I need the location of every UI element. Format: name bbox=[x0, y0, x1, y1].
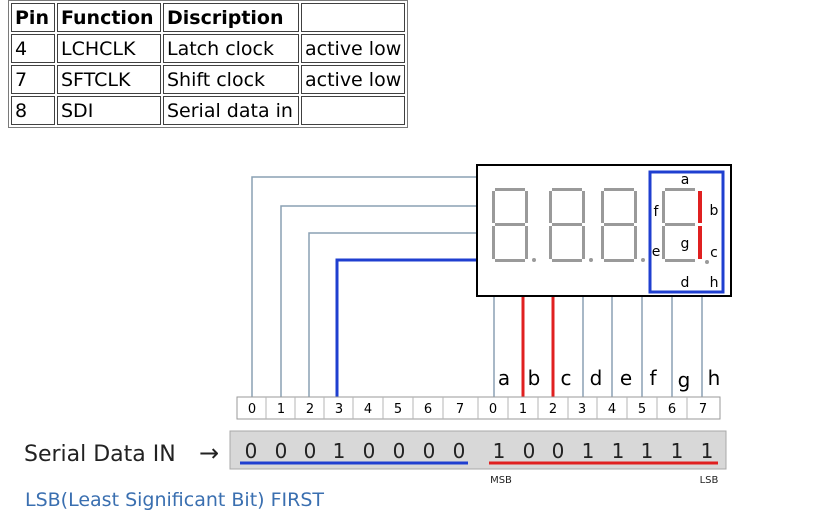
header-function: Function bbox=[57, 3, 161, 32]
cell-pin: 4 bbox=[11, 34, 55, 63]
register-index-left: 7 bbox=[456, 402, 464, 417]
register-index-right: 2 bbox=[549, 402, 557, 417]
table-row: 8 SDI Serial data in bbox=[11, 96, 406, 125]
serial-bit: 1 bbox=[493, 439, 506, 463]
pin-table: Pin Function Discription 4 LCHCLK Latch … bbox=[8, 0, 409, 128]
wire-bit-0 bbox=[251, 176, 478, 398]
register-index-right: 3 bbox=[578, 402, 586, 417]
digit-label-e: e bbox=[652, 244, 661, 260]
register-index-left: 6 bbox=[424, 402, 432, 417]
arrow-right-icon: → bbox=[199, 439, 219, 467]
serial-bit: 0 bbox=[304, 439, 317, 463]
register-index-left: 5 bbox=[394, 402, 402, 417]
segment-label-a: a bbox=[498, 366, 510, 390]
register-index-right: 7 bbox=[699, 402, 707, 417]
table-row: 4 LCHCLK Latch clock active low bbox=[11, 34, 406, 63]
header-description: Discription bbox=[163, 3, 299, 32]
lsb-first-note: LSB(Least Significant Bit) FIRST bbox=[25, 489, 324, 511]
serial-bit: 1 bbox=[641, 439, 654, 463]
register-index-right: 5 bbox=[638, 402, 646, 417]
digit-label-f: f bbox=[654, 204, 660, 220]
serial-bit: 1 bbox=[333, 439, 346, 463]
segment-label-f: f bbox=[649, 366, 657, 390]
serial-data-label: Serial Data IN bbox=[24, 442, 176, 467]
serial-bit: 0 bbox=[275, 439, 288, 463]
cell-note bbox=[301, 96, 406, 125]
register-index-right: 6 bbox=[668, 402, 676, 417]
cell-function: LCHCLK bbox=[57, 34, 161, 63]
cell-description: Shift clock bbox=[163, 65, 299, 94]
digit-label-d: d bbox=[681, 275, 690, 291]
register-index-left: 0 bbox=[248, 402, 256, 417]
cell-description: Serial data in bbox=[163, 96, 299, 125]
segment-label-b: b bbox=[528, 366, 541, 390]
serial-bit: 0 bbox=[363, 439, 376, 463]
display-digits bbox=[492, 188, 709, 264]
cell-description: Latch clock bbox=[163, 34, 299, 63]
lsb-label: LSB bbox=[700, 475, 719, 486]
serial-bits: 0 0 0 1 0 0 0 0 1 0 0 1 1 1 1 1 bbox=[245, 439, 714, 463]
serial-bit: 0 bbox=[552, 439, 565, 463]
segment-label-h: h bbox=[708, 366, 721, 390]
serial-bit: 0 bbox=[523, 439, 536, 463]
header-note bbox=[301, 3, 406, 32]
pin-table-header-row: Pin Function Discription bbox=[11, 3, 406, 32]
register-index-left: 1 bbox=[277, 402, 285, 417]
register-index-left: 4 bbox=[364, 402, 372, 417]
serial-bit: 0 bbox=[423, 439, 436, 463]
register-row: 0 1 2 3 4 5 6 7 0 1 2 3 4 5 6 7 bbox=[236, 396, 721, 420]
serial-bit: 1 bbox=[612, 439, 625, 463]
serial-bit: 0 bbox=[245, 439, 258, 463]
cell-pin: 7 bbox=[11, 65, 55, 94]
wire-bit-1 bbox=[280, 205, 478, 398]
register-index-left: 3 bbox=[335, 402, 343, 417]
highlighted-digit-frame bbox=[648, 170, 725, 294]
serial-bit: 0 bbox=[393, 439, 406, 463]
msb-label: MSB bbox=[490, 475, 512, 486]
segment-label-d: d bbox=[590, 366, 603, 390]
digit-label-g: g bbox=[681, 236, 690, 252]
segment-wires bbox=[493, 296, 703, 398]
register-index-right: 0 bbox=[489, 402, 497, 417]
digit-label-c: c bbox=[710, 245, 718, 261]
header-pin: Pin bbox=[11, 3, 55, 32]
serial-bit: 0 bbox=[453, 439, 466, 463]
register-index-right: 4 bbox=[608, 402, 616, 417]
wire-bit-3-active bbox=[335, 258, 478, 398]
digit-label-b: b bbox=[710, 203, 719, 219]
digit-segment-labels: a b c d e f g h bbox=[652, 172, 719, 291]
wire-bit-2 bbox=[308, 232, 478, 398]
cell-function: SFTCLK bbox=[57, 65, 161, 94]
segment-label-c: c bbox=[561, 366, 572, 390]
cell-pin: 8 bbox=[11, 96, 55, 125]
segment-label-e: e bbox=[620, 366, 632, 390]
segment-labels: a b c d e f g h bbox=[498, 366, 720, 392]
segment-label-g: g bbox=[678, 368, 691, 392]
serial-bit: 1 bbox=[582, 439, 595, 463]
table-row: 7 SFTCLK Shift clock active low bbox=[11, 65, 406, 94]
cell-function: SDI bbox=[57, 96, 161, 125]
digit-label-h: h bbox=[710, 275, 719, 291]
register-index-left: 2 bbox=[306, 402, 314, 417]
serial-bit: 1 bbox=[671, 439, 684, 463]
register-index-right: 1 bbox=[519, 402, 527, 417]
digit-label-a: a bbox=[681, 172, 690, 188]
serial-bit: 1 bbox=[701, 439, 714, 463]
cell-note: active low bbox=[301, 34, 406, 63]
cell-note: active low bbox=[301, 65, 406, 94]
